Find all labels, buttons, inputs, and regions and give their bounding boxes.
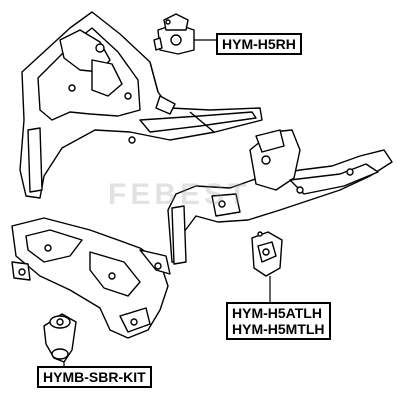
transmission-mount-lh [251,231,283,277]
engine-mount-rh [153,13,195,55]
torque-rod-bushing [43,313,77,363]
part-number-kit: HYMB-SBR-KIT [43,369,146,385]
front-body-structure-upper [19,11,263,199]
front-subframe [11,217,171,339]
front-body-structure-lower [167,129,393,265]
part-number-at-lh: HYM-H5ATLH [232,305,322,321]
part-label-left: HYM-H5ATLH HYM-H5MTLH [226,302,331,340]
part-label-rh: HYM-H5RH [216,33,302,55]
part-label-kit: HYMB-SBR-KIT [37,366,152,388]
watermark: FEBEST [108,178,251,211]
part-number-rh: HYM-H5RH [222,36,296,52]
leader-lines [63,39,271,366]
part-number-mt-lh: HYM-H5MTLH [232,321,325,337]
